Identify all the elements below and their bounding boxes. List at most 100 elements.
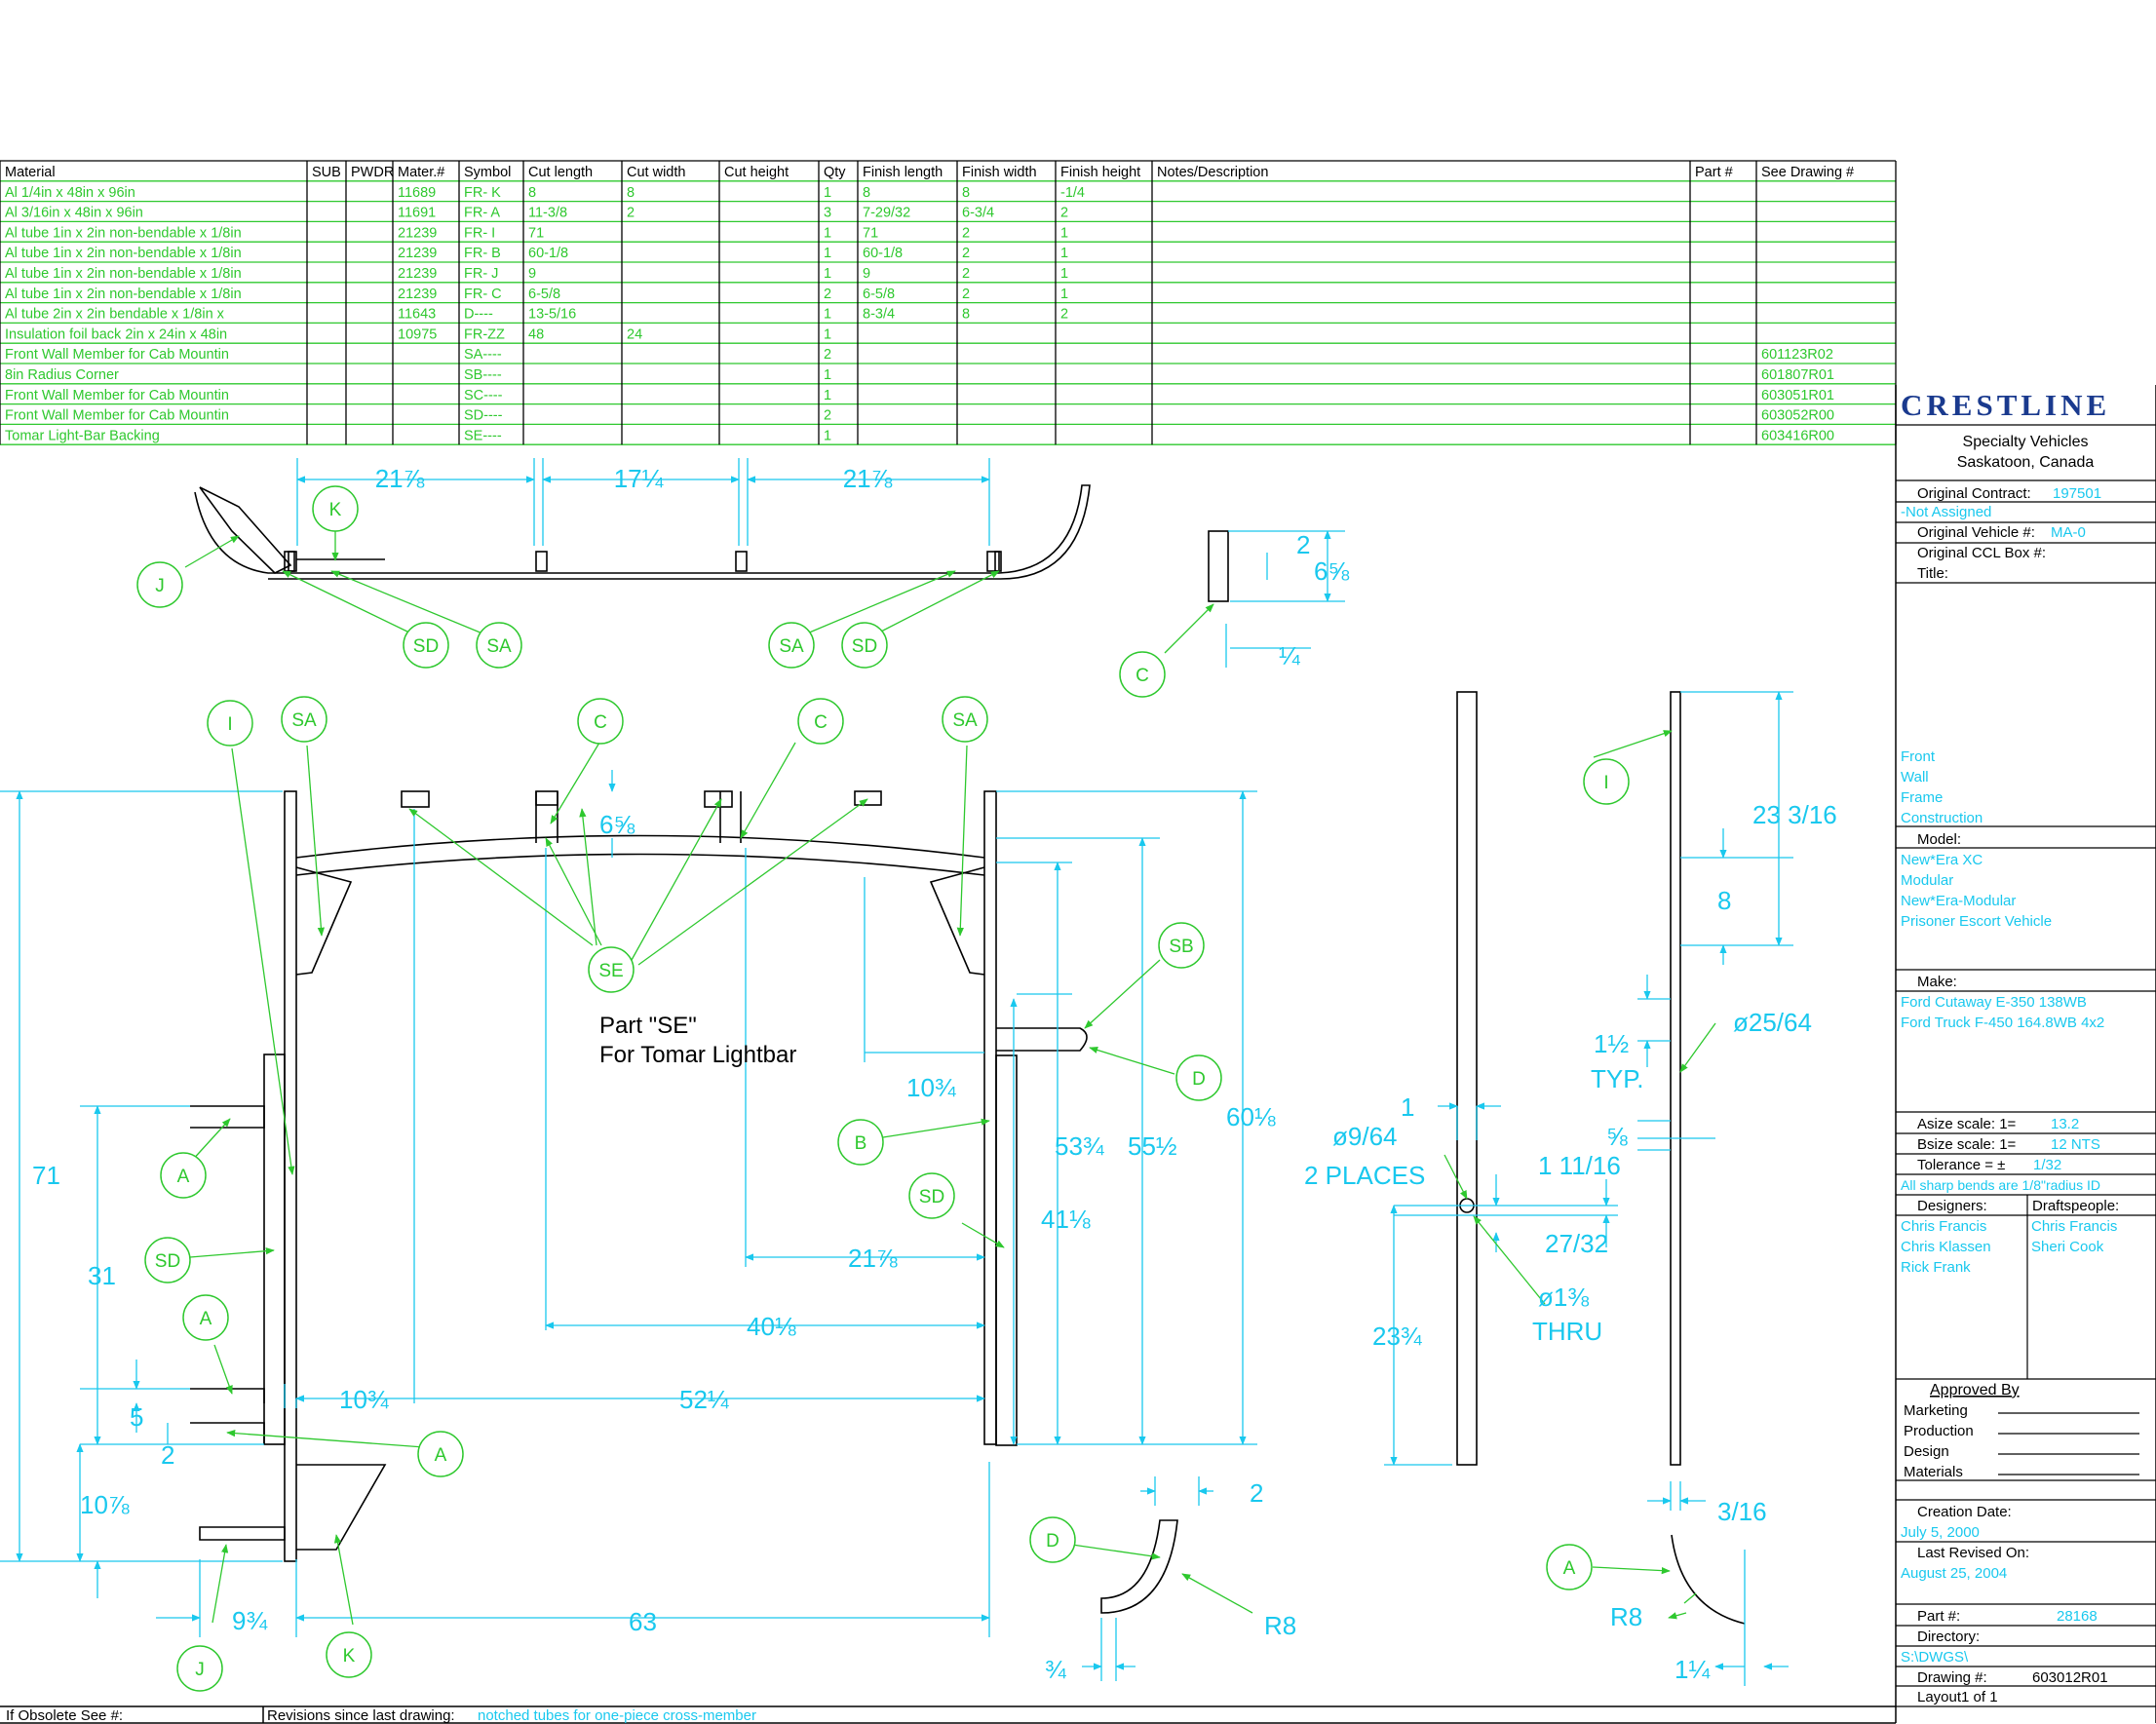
bom-cell: 1 <box>824 246 831 261</box>
dim-52-1-4: 52¼ <box>679 1385 729 1414</box>
bom-header-cell: Cut height <box>724 165 789 180</box>
dim-i-1-1-2: 1½ <box>1594 1029 1629 1058</box>
callout-circle-a <box>182 1294 229 1341</box>
bom-cell: 21239 <box>398 266 437 282</box>
original-contract-label: Original Contract: <box>1917 485 2031 502</box>
callout-label-sa: SA <box>486 636 512 657</box>
tolerance-label: Tolerance = ± <box>1917 1157 2005 1173</box>
callout-label-sd: SD <box>919 1187 944 1207</box>
note-r8-detail-d: R8 <box>1264 1611 1296 1640</box>
title-line-1: Front <box>1901 748 1936 765</box>
front-view <box>190 790 1088 1562</box>
note-2-places: 2 PLACES <box>1304 1161 1425 1190</box>
dim-top-right: 21⅞ <box>843 464 893 493</box>
dim-c-1-4: ¼ <box>1279 641 1300 670</box>
bom-header-cell: Finish width <box>962 165 1037 180</box>
callout-circle-c <box>797 698 844 745</box>
original-ccl-label: Original CCL Box #: <box>1917 545 2046 561</box>
bom-cell: FR- B <box>464 246 501 261</box>
dim-detail-d-3-4: ¾ <box>1045 1655 1066 1684</box>
bom-cell: 603052R00 <box>1761 408 1834 424</box>
designer-2: Chris Klassen <box>1901 1239 1991 1255</box>
dim-i-23-3-4: 23¾ <box>1372 1322 1422 1351</box>
bom-cell: Al tube 2in x 2in bendable x 1/8in x <box>5 307 225 323</box>
sheet-frame <box>0 385 2156 1724</box>
bom-cell: 1 <box>1060 246 1068 261</box>
dim-c-6-5-8: 6⅝ <box>1314 556 1349 586</box>
part-label: Part #: <box>1917 1608 1960 1625</box>
bom-cell: 2 <box>962 266 970 282</box>
part-value: 28168 <box>2057 1608 2098 1625</box>
designer-3: Rick Frank <box>1901 1259 1971 1276</box>
bom-cell: SD---- <box>464 408 503 424</box>
model-line-4: Prisoner Escort Vehicle <box>1901 913 2052 930</box>
callout-circle-sa <box>476 622 522 669</box>
bom-cell: 48 <box>528 326 544 342</box>
callout-label-a: A <box>1563 1558 1576 1579</box>
callout-label-sa: SA <box>779 636 804 657</box>
approval-marketing: Marketing <box>1904 1402 1968 1419</box>
bom-cell: 6-5/8 <box>528 287 560 302</box>
asize-label: Asize scale: 1= <box>1917 1116 2017 1132</box>
dim-i-27-32: 27/32 <box>1545 1229 1608 1258</box>
dim-63: 63 <box>629 1607 657 1636</box>
bom-cell: 603051R01 <box>1761 388 1834 403</box>
bom-cell: 603416R00 <box>1761 428 1834 443</box>
draftsperson-2: Sheri Cook <box>2031 1239 2104 1255</box>
bom-cell: Tomar Light-Bar Backing <box>5 428 160 443</box>
bom-cell: FR- A <box>464 206 500 221</box>
bom-cell: 60-1/8 <box>528 246 568 261</box>
make-line-1: Ford Cutaway E-350 138WB <box>1901 994 2087 1011</box>
bom-grid <box>0 160 1897 445</box>
bom-header-cell: SUB <box>312 165 341 180</box>
bom-cell: 2 <box>627 206 635 221</box>
bom-cell: 8 <box>962 185 970 201</box>
note-typ: TYP. <box>1591 1064 1643 1093</box>
callout-circle-j <box>176 1645 223 1692</box>
bom-header-cell: Finish length <box>863 165 943 180</box>
callout-circle-c <box>577 698 624 745</box>
bom-cell: 11643 <box>398 307 436 323</box>
callout-label-i: I <box>227 714 232 735</box>
callout-circle-i <box>207 700 253 747</box>
callout-circle-se <box>588 946 635 993</box>
callout-label-c: C <box>814 712 828 733</box>
sharp-bends-note: All sharp bends are 1/8"radius ID <box>1901 1177 2100 1193</box>
revisions-label: Revisions since last drawing: <box>267 1707 455 1724</box>
dim-2-left: 2 <box>161 1440 174 1470</box>
bom-cell: 3 <box>824 206 831 221</box>
bom-cell: 1 <box>824 307 831 323</box>
bom-cell: 1 <box>1060 225 1068 241</box>
bom-header-cell: Material <box>5 165 56 180</box>
dim-10-7-8: 10⅞ <box>80 1490 130 1519</box>
callout-label-sd: SD <box>413 636 439 657</box>
bom-cell: Al tube 1in x 2in non-bendable x 1/8in <box>5 225 242 241</box>
bom-cell: 1 <box>824 326 831 342</box>
make-label: Make: <box>1917 974 1957 990</box>
note-tomar-lightbar: For Tomar Lightbar <box>599 1042 796 1068</box>
dim-i-hole-1-3-8: ø1⅜ <box>1538 1283 1589 1312</box>
approval-production: Production <box>1904 1423 1974 1439</box>
not-assigned: -Not Assigned <box>1901 504 1991 520</box>
revisions-value: notched tubes for one-piece cross-member <box>478 1707 756 1724</box>
dim-6-5-8-top: 6⅝ <box>599 810 635 839</box>
bom-cell: FR-ZZ <box>464 326 505 342</box>
dim-i-hole-25-64: ø25/64 <box>1733 1008 1812 1037</box>
bom-cell: FR- K <box>464 185 501 201</box>
company-line1: Specialty Vehicles <box>1963 434 2089 450</box>
bom-cell: SA---- <box>464 347 502 363</box>
bom-cell: Front Wall Member for Cab Mountin <box>5 408 229 424</box>
callout-circle-sd <box>841 622 888 669</box>
bom-cell: SB---- <box>464 367 502 383</box>
bom-cell: 1 <box>1060 266 1068 282</box>
model-label: Model: <box>1917 831 1961 848</box>
callout-label-sd: SD <box>852 636 877 657</box>
callout-circle-sa <box>942 696 988 743</box>
title-line-4: Construction <box>1901 810 1983 826</box>
callout-leaders <box>184 531 1716 1626</box>
callout-label-a: A <box>435 1445 447 1466</box>
drawing-number-label: Drawing #: <box>1917 1669 1987 1686</box>
draftsperson-1: Chris Francis <box>2031 1218 2117 1235</box>
